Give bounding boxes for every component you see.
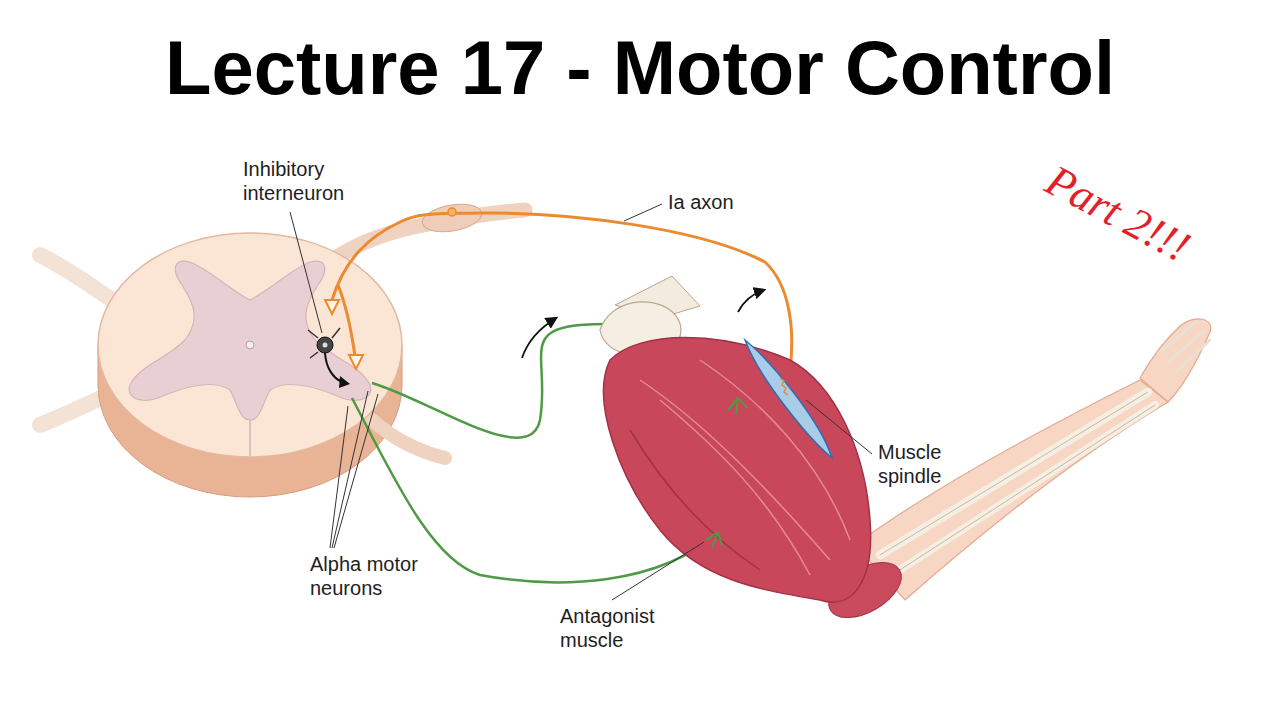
motor-endplate <box>728 398 748 414</box>
motor-endplate <box>706 532 722 548</box>
antagonist-border <box>630 430 760 570</box>
muscle-spindle <box>745 340 832 458</box>
direction-arrow <box>522 318 556 358</box>
leader-line <box>290 212 322 333</box>
sensory-cell-body <box>448 208 456 216</box>
grey-matter <box>129 261 371 420</box>
hand <box>1140 319 1211 402</box>
synaptic-terminal <box>349 355 363 369</box>
structure-label: Antagonist muscle <box>560 604 678 652</box>
leader-line <box>806 400 872 454</box>
leader-line <box>330 406 348 548</box>
handwritten-note: Part 2!!! <box>1037 155 1199 274</box>
ia-axon-branch <box>338 285 355 356</box>
structure-label: Alpha motor neurons <box>310 552 442 600</box>
structure-label: Ia axon <box>668 190 778 214</box>
median-fissure <box>249 420 251 456</box>
inhibitory-axon <box>325 353 342 382</box>
nucleus <box>323 343 328 348</box>
direction-arrow <box>738 290 764 312</box>
annulospiral-ending <box>780 378 788 395</box>
forearm <box>855 380 1168 600</box>
muscle-striations <box>640 360 850 575</box>
inhibitory-interneuron <box>317 337 333 353</box>
leader-line <box>334 394 378 548</box>
synaptic-terminal <box>325 300 339 314</box>
dorsal-root-ganglion <box>420 200 484 236</box>
structure-label: Inhibitory interneuron <box>243 157 365 205</box>
leader-line <box>624 204 662 221</box>
leader-line <box>612 542 704 600</box>
ventral-root <box>372 420 445 458</box>
structure-label: Muscle spindle <box>878 440 978 488</box>
central-canal <box>246 341 254 349</box>
spinal-cord <box>98 233 402 457</box>
nerve-root <box>40 255 112 300</box>
ia-axon-central <box>332 213 480 300</box>
inhibitory-terminal <box>339 376 350 388</box>
biceps-muscle <box>604 338 871 603</box>
leader-line <box>332 391 368 548</box>
nerve-root <box>40 395 108 425</box>
interneuron-dendrite <box>308 328 340 358</box>
slide-title: Lecture 17 - Motor Control <box>165 22 1115 113</box>
finger-bones <box>1160 322 1210 372</box>
